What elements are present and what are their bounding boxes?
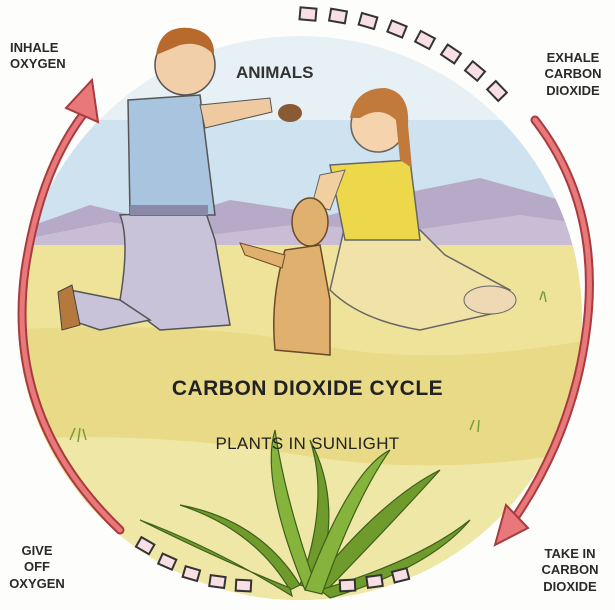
- label-exhale-carbon-dioxide: EXHALE CARBON DIOXIDE: [528, 50, 615, 99]
- exhale-line-2: CARBON: [528, 66, 615, 82]
- exhale-line-3: DIOXIDE: [528, 83, 615, 99]
- take-line-3: DIOXIDE: [525, 579, 615, 595]
- plants-label: PLANTS IN SUNLIGHT: [0, 433, 615, 454]
- take-line-1: TAKE IN: [525, 546, 615, 562]
- label-give-off-oxygen: GIVE OFF OXYGEN: [2, 543, 72, 592]
- animals-label: ANIMALS: [236, 62, 313, 83]
- label-take-in-carbon-dioxide: TAKE IN CARBON DIOXIDE: [525, 546, 615, 595]
- diagram-title: CARBON DIOXIDE CYCLE: [0, 376, 615, 402]
- give-line-3: OXYGEN: [2, 576, 72, 592]
- take-line-2: CARBON: [525, 562, 615, 578]
- give-line-2: OFF: [2, 559, 72, 575]
- exhale-line-1: EXHALE: [528, 50, 615, 66]
- give-line-1: GIVE: [2, 543, 72, 559]
- inhale-line-1: INHALE: [10, 40, 100, 56]
- label-inhale-oxygen: INHALE OXYGEN: [10, 40, 100, 73]
- inhale-line-2: OXYGEN: [10, 56, 100, 72]
- left-arrowhead: [66, 80, 98, 122]
